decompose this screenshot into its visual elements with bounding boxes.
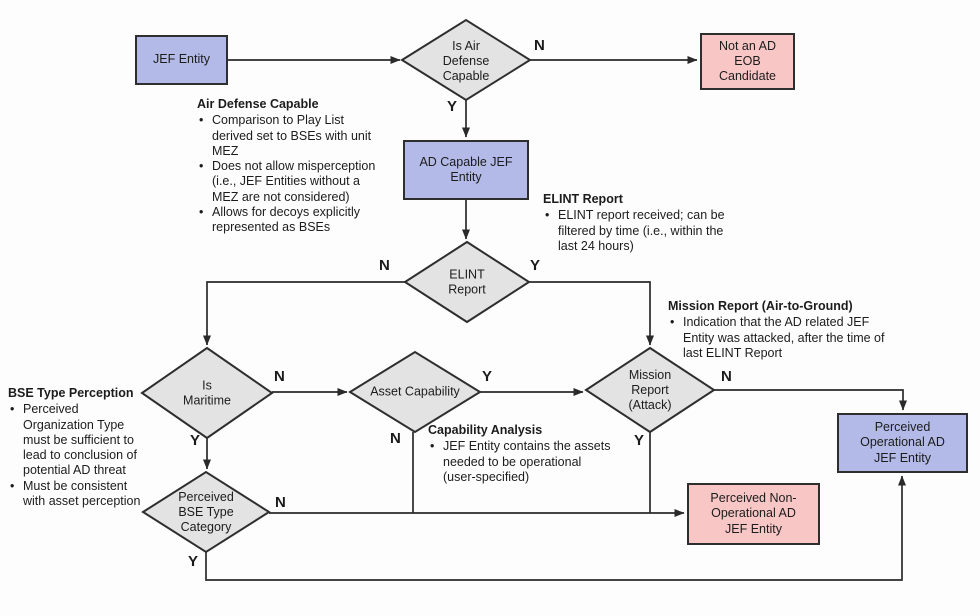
node-not-an-ad-eob-candidate: Not an AD EOB Candidate	[700, 33, 795, 90]
decision-mission-report-label: Mission Report (Attack)	[628, 367, 672, 412]
decision-is-maritime-shape	[140, 346, 274, 440]
annotation-capability-analysis: Capability Analysis JEF Entity contains …	[428, 423, 628, 485]
annotation-title: Air Defense Capable	[197, 97, 319, 111]
annotation-bullet: JEF Entity contains the assets needed to…	[428, 439, 628, 485]
node-perceived-non-operational-ad-jef-entity: Perceived Non- Operational AD JEF Entity	[687, 483, 820, 545]
annotation-bullet: Must be consistent with asset perception	[8, 479, 153, 510]
branch-label-elint-yes: Y	[530, 257, 541, 274]
branch-label-asset-no: N	[390, 430, 401, 447]
decision-perceived-bse-type-shape	[141, 470, 271, 554]
annotation-title: ELINT Report	[543, 192, 623, 206]
branch-label-mission-yes: Y	[634, 432, 645, 449]
annotation-bse-type-perception: BSE Type Perception Perceived Organizati…	[8, 386, 153, 509]
node-perceived-operational-ad-jef-entity: Perceived Operational AD JEF Entity	[837, 413, 968, 473]
annotation-bullet: Comparison to Play List derived set to B…	[197, 113, 402, 159]
edge-mission-no-to-operational	[714, 389, 907, 411]
edge-elint-no-to-maritime	[203, 281, 405, 346]
annotation-title: BSE Type Perception	[8, 386, 134, 400]
branch-label-is-ad-capable-yes: Y	[447, 98, 458, 115]
decision-mission-report-shape	[584, 346, 716, 434]
branch-label-bse-yes: Y	[188, 553, 199, 570]
annotation-bullet: ELINT report received; can be filtered b…	[543, 208, 743, 254]
decision-perceived-bse-type-label: Perceived BSE Type Category	[178, 489, 234, 534]
node-jef-entity: JEF Entity	[135, 35, 228, 85]
annotation-air-defense-capable: Air Defense Capable Comparison to Play L…	[197, 97, 402, 235]
annotation-title: Capability Analysis	[428, 423, 543, 437]
branch-label-mission-no: N	[721, 368, 732, 385]
decision-is-maritime-label: Is Maritime	[183, 378, 231, 407]
decision-elint-report-label: ELINT Report	[448, 267, 486, 296]
annotation-bullet: Perceived Organization Type must be suff…	[8, 402, 153, 478]
branch-label-elint-no: N	[379, 257, 390, 274]
annotation-title: Mission Report (Air-to-Ground)	[668, 299, 853, 313]
decision-asset-capability-shape	[348, 350, 482, 434]
annotation-bullet: Allows for decoys explicitly represented…	[197, 205, 402, 236]
node-ad-capable-jef-entity: AD Capable JEF Entity	[403, 140, 529, 200]
decision-asset-capability-label: Asset Capability	[370, 384, 460, 399]
branch-label-maritime-yes: Y	[190, 432, 201, 449]
decision-is-ad-capable-shape	[400, 18, 532, 102]
annotation-bullet: Does not allow misperception (i.e., JEF …	[197, 159, 402, 205]
branch-label-maritime-no: N	[274, 368, 285, 385]
branch-label-asset-yes: Y	[482, 368, 493, 385]
edge-elint-yes-to-mission	[529, 281, 654, 346]
edge-bsetype-yes-to-operational	[205, 475, 906, 581]
decision-is-ad-capable-label: Is Air Defense Capable	[442, 38, 490, 83]
branch-label-bse-no: N	[275, 494, 286, 511]
decision-elint-report-shape	[403, 240, 531, 324]
annotation-bullet: Indication that the AD related JEF Entit…	[668, 315, 898, 361]
annotation-mission-report: Mission Report (Air-to-Ground) Indicatio…	[668, 299, 898, 361]
branch-label-is-ad-capable-no: N	[534, 37, 545, 54]
annotation-elint-report: ELINT Report ELINT report received; can …	[543, 192, 743, 254]
